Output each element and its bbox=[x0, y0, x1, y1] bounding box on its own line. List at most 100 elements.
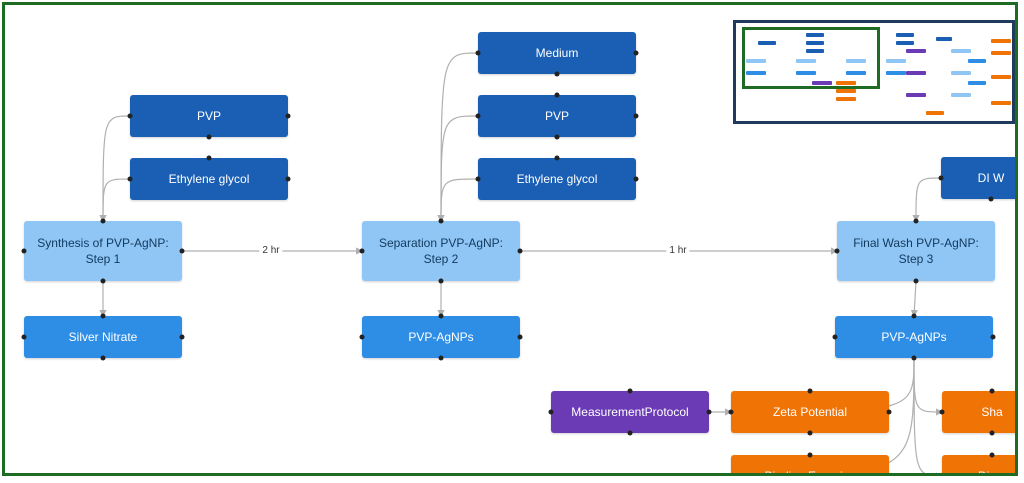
node-silver[interactable]: Silver Nitrate bbox=[24, 316, 182, 358]
connection-port[interactable] bbox=[989, 452, 995, 458]
minimap-node bbox=[951, 71, 971, 75]
connection-port[interactable] bbox=[832, 334, 838, 340]
node-sha[interactable]: Sha bbox=[942, 391, 1015, 433]
connection-port[interactable] bbox=[913, 218, 919, 224]
connection-port[interactable] bbox=[475, 50, 481, 56]
connection-port[interactable] bbox=[359, 334, 365, 340]
connection-port[interactable] bbox=[438, 355, 444, 361]
node-step2[interactable]: Separation PVP-AgNP: Step 2 bbox=[362, 221, 520, 281]
minimap[interactable] bbox=[733, 20, 1015, 124]
node-eg2[interactable]: Ethylene glycol bbox=[478, 158, 636, 200]
connection-port[interactable] bbox=[886, 409, 892, 415]
minimap-node bbox=[886, 71, 906, 75]
node-label: Final Wash PVP-AgNP: Step 3 bbox=[853, 236, 979, 266]
connection-port[interactable] bbox=[988, 196, 994, 202]
connection-port[interactable] bbox=[517, 334, 523, 340]
connection-port[interactable] bbox=[627, 430, 633, 436]
connection-port[interactable] bbox=[548, 409, 554, 415]
connection-port[interactable] bbox=[206, 134, 212, 140]
connection-port[interactable] bbox=[100, 355, 106, 361]
connection-port[interactable] bbox=[938, 175, 944, 181]
connection-port[interactable] bbox=[179, 334, 185, 340]
connection-port[interactable] bbox=[627, 388, 633, 394]
node-binding[interactable]: Binding Energies bbox=[731, 455, 889, 473]
node-pvp1[interactable]: PVP bbox=[130, 95, 288, 137]
node-medium[interactable]: Medium bbox=[478, 32, 636, 74]
connection-port[interactable] bbox=[554, 71, 560, 77]
edge-eg1-step1[interactable] bbox=[99, 178, 131, 223]
connection-port[interactable] bbox=[913, 278, 919, 284]
connection-port[interactable] bbox=[940, 474, 945, 477]
minimap-node bbox=[746, 59, 766, 63]
connection-port[interactable] bbox=[100, 218, 106, 224]
connection-port[interactable] bbox=[554, 92, 560, 98]
connection-port[interactable] bbox=[633, 50, 639, 56]
edge-diw-step3[interactable] bbox=[912, 177, 942, 223]
connection-port[interactable] bbox=[179, 248, 185, 254]
connection-port[interactable] bbox=[911, 313, 917, 319]
node-diam[interactable]: Diam bbox=[942, 455, 1015, 473]
connection-port[interactable] bbox=[729, 474, 734, 477]
node-agnp2[interactable]: PVP-AgNPs bbox=[835, 316, 993, 358]
connection-port[interactable] bbox=[989, 430, 995, 436]
connection-port[interactable] bbox=[834, 248, 840, 254]
connection-port[interactable] bbox=[359, 248, 365, 254]
connection-port[interactable] bbox=[285, 113, 291, 119]
edge-pvp1-step1[interactable] bbox=[99, 115, 131, 223]
edge-agnp2-diam[interactable] bbox=[913, 357, 944, 476]
node-diw[interactable]: DI W bbox=[941, 157, 1015, 199]
connection-port[interactable] bbox=[911, 355, 917, 361]
connection-port[interactable] bbox=[554, 155, 560, 161]
connection-port[interactable] bbox=[728, 409, 734, 415]
connection-port[interactable] bbox=[21, 248, 27, 254]
connection-port[interactable] bbox=[517, 248, 523, 254]
connection-port[interactable] bbox=[21, 334, 27, 340]
connection-port[interactable] bbox=[939, 409, 945, 415]
connection-port[interactable] bbox=[633, 113, 639, 119]
connection-port[interactable] bbox=[127, 113, 133, 119]
connection-port[interactable] bbox=[100, 278, 106, 284]
edge-label: 1 hr bbox=[666, 245, 690, 257]
edge-agnp2-sha[interactable] bbox=[913, 357, 944, 416]
connection-port[interactable] bbox=[438, 218, 444, 224]
connection-port[interactable] bbox=[807, 430, 813, 436]
node-step3[interactable]: Final Wash PVP-AgNP: Step 3 bbox=[837, 221, 995, 281]
connection-port[interactable] bbox=[706, 409, 712, 415]
edge-step3-agnp2[interactable] bbox=[910, 280, 918, 318]
connection-port[interactable] bbox=[807, 452, 813, 458]
connection-port[interactable] bbox=[475, 113, 481, 119]
connection-port[interactable] bbox=[807, 388, 813, 394]
minimap-viewport[interactable] bbox=[742, 27, 880, 89]
connection-port[interactable] bbox=[554, 134, 560, 140]
connection-port[interactable] bbox=[633, 176, 639, 182]
node-pvp2[interactable]: PVP bbox=[478, 95, 636, 137]
node-step1[interactable]: Synthesis of PVP-AgNP: Step 1 bbox=[24, 221, 182, 281]
connection-port[interactable] bbox=[475, 176, 481, 182]
node-agnp1[interactable]: PVP-AgNPs bbox=[362, 316, 520, 358]
node-label: Silver Nitrate bbox=[68, 330, 138, 344]
node-eg1[interactable]: Ethylene glycol bbox=[130, 158, 288, 200]
connection-port[interactable] bbox=[887, 474, 892, 477]
minimap-node bbox=[796, 59, 816, 63]
connection-port[interactable] bbox=[438, 278, 444, 284]
connection-port[interactable] bbox=[127, 176, 133, 182]
minimap-node bbox=[886, 59, 906, 63]
minimap-node bbox=[796, 71, 816, 75]
edge-medium-step2[interactable] bbox=[437, 52, 479, 223]
minimap-node bbox=[951, 93, 971, 97]
node-zeta[interactable]: Zeta Potential bbox=[731, 391, 889, 433]
minimap-node bbox=[906, 71, 926, 75]
node-label: PVP-AgNPs bbox=[881, 330, 947, 344]
edge-eg2-step2[interactable] bbox=[437, 178, 479, 223]
connection-port[interactable] bbox=[206, 155, 212, 161]
node-label: Separation PVP-AgNP: Step 2 bbox=[378, 236, 504, 266]
connection-port[interactable] bbox=[100, 313, 106, 319]
connection-port[interactable] bbox=[285, 176, 291, 182]
edge-pvp2-step2[interactable] bbox=[437, 115, 479, 223]
minimap-node bbox=[968, 81, 986, 85]
node-mprot[interactable]: MeasurementProtocol bbox=[551, 391, 709, 433]
connection-port[interactable] bbox=[438, 313, 444, 319]
connection-port[interactable] bbox=[989, 388, 995, 394]
connection-port[interactable] bbox=[990, 334, 996, 340]
